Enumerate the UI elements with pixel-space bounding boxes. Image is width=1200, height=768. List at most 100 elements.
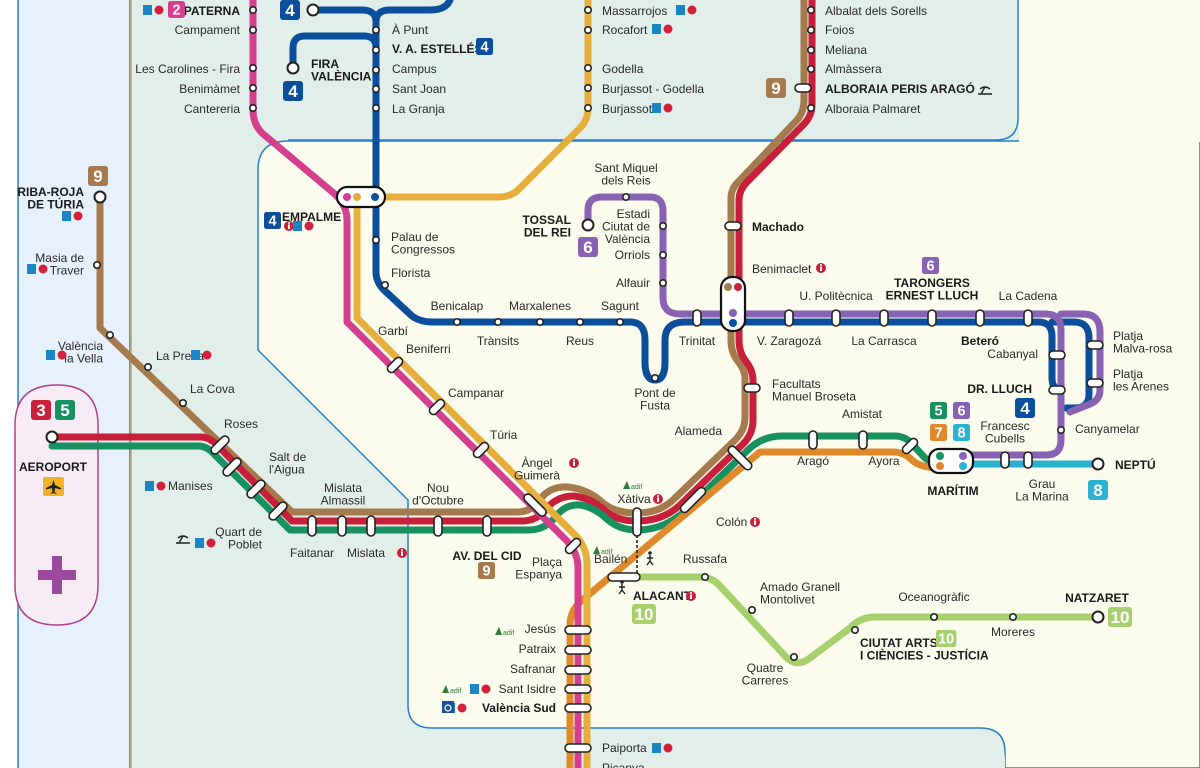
station-dot[interactable] <box>658 222 667 231</box>
station-dot[interactable] <box>700 572 709 581</box>
station-label-carolines[interactable]: Les Carolines - Fira <box>135 62 240 76</box>
station-dot[interactable] <box>658 278 667 287</box>
station-dot[interactable] <box>575 317 584 326</box>
station-label-santisidre[interactable]: Sant Isidre <box>499 682 557 696</box>
station-label-carrasca[interactable]: La Carrasca <box>851 334 917 348</box>
station-label-jesus[interactable]: Jesús <box>525 622 556 636</box>
terminal-station[interactable] <box>286 61 300 75</box>
interchange-station[interactable] <box>245 478 266 499</box>
interchange-station[interactable] <box>307 515 317 537</box>
station-dot[interactable] <box>249 64 258 73</box>
interchange-station[interactable] <box>1048 385 1066 395</box>
station-label-orriols[interactable]: Orriols <box>615 248 650 262</box>
line-badge-5[interactable]: 5 <box>930 402 947 420</box>
station-dot[interactable] <box>806 45 815 54</box>
station-dot[interactable] <box>249 104 258 113</box>
line-badge-6[interactable]: 6 <box>953 402 970 420</box>
station-label-cadena[interactable]: La Cadena <box>999 289 1058 303</box>
station-dot[interactable] <box>179 398 188 407</box>
interchange-station[interactable] <box>564 665 592 675</box>
station-label-garbi[interactable]: Garbí <box>378 324 409 338</box>
terminal-station[interactable] <box>306 3 320 17</box>
line-badge-4[interactable]: 4 <box>1015 398 1035 418</box>
station-label-lagranja[interactable]: La Granja <box>392 102 445 116</box>
interchange-station[interactable] <box>564 537 582 555</box>
station-dot[interactable] <box>789 652 798 661</box>
station-label-florista[interactable]: Florista <box>391 266 431 280</box>
station-label-alacant[interactable]: ALACANT <box>633 589 692 603</box>
terminal-station[interactable] <box>1091 457 1105 471</box>
station-label-marxalenes[interactable]: Marxalenes <box>509 299 571 313</box>
interchange-station[interactable] <box>679 486 707 514</box>
station-dot[interactable] <box>658 251 667 260</box>
station-label-neptu[interactable]: NEPTÚ <box>1115 457 1156 472</box>
station-dot[interactable] <box>850 625 859 634</box>
station-dot[interactable] <box>249 25 258 34</box>
station-dot[interactable] <box>806 104 815 113</box>
station-dot[interactable] <box>1008 612 1017 621</box>
interchange-station[interactable] <box>727 445 754 472</box>
interchange-station[interactable] <box>564 743 592 753</box>
station-label-beniferri[interactable]: Beniferri <box>406 342 451 356</box>
station-label-campanar[interactable]: Campanar <box>448 386 504 400</box>
station-label-apunt[interactable]: À Punt <box>392 22 429 37</box>
line-badge-8[interactable]: 8 <box>953 424 970 442</box>
interchange-station[interactable] <box>482 515 492 537</box>
station-label-trinitat[interactable]: Trinitat <box>679 334 716 348</box>
station-label-alboraia[interactable]: ALBORAIA PERIS ARAGÓ <box>825 81 975 96</box>
interchange-station[interactable] <box>1048 350 1066 360</box>
station-dot[interactable] <box>806 65 815 74</box>
line-badge-3[interactable]: 3 <box>31 400 51 420</box>
interchange-station[interactable] <box>975 309 985 327</box>
station-label-upolitecnica[interactable]: U. Politècnica <box>799 289 873 303</box>
station-label-sagunt[interactable]: Sagunt <box>601 299 640 313</box>
interchange-station[interactable] <box>743 383 761 393</box>
line-badge-10[interactable]: 10 <box>632 604 656 624</box>
line-badge-9[interactable]: 9 <box>766 78 786 98</box>
station-label-picanya[interactable]: Picanya <box>602 761 645 768</box>
station-dot[interactable] <box>144 362 153 371</box>
station-label-campus[interactable]: Campus <box>392 62 437 76</box>
station-label-benimaclet[interactable]: Benimaclet <box>752 262 812 276</box>
station-dot[interactable] <box>380 280 389 289</box>
interchange-station[interactable] <box>784 309 794 327</box>
station-label-machado[interactable]: Machado <box>752 220 804 234</box>
interchange-station[interactable] <box>927 309 937 327</box>
terminal-station[interactable] <box>45 430 59 444</box>
station-label-russafa[interactable]: Russafa <box>683 552 727 566</box>
interchange-station[interactable] <box>901 437 919 455</box>
interchange-station[interactable] <box>692 309 702 327</box>
station-dot[interactable] <box>371 104 380 113</box>
interchange-station[interactable] <box>808 430 818 450</box>
line-badge-2[interactable]: 2 <box>168 1 185 19</box>
station-label-foios[interactable]: Foios <box>825 23 854 37</box>
station-label-reus[interactable]: Reus <box>566 334 594 348</box>
station-dot[interactable] <box>806 25 815 34</box>
station-label-cabanyal[interactable]: Cabanyal <box>987 347 1038 361</box>
line-badge-4[interactable]: 4 <box>476 38 493 56</box>
station-dot[interactable] <box>747 605 756 614</box>
station-label-alfauir[interactable]: Alfauir <box>616 276 650 290</box>
station-label-paterna[interactable]: PATERNA <box>184 4 241 18</box>
station-label-roses[interactable]: Roses <box>224 417 258 431</box>
station-label-empalme[interactable]: EMPALME <box>282 210 341 224</box>
station-label-manises[interactable]: Manises <box>168 479 213 493</box>
maritim-interchange[interactable] <box>927 447 975 475</box>
interchange-station[interactable] <box>366 515 376 537</box>
interchange-station[interactable] <box>209 434 230 455</box>
interchange-station[interactable] <box>386 356 404 374</box>
station-dot[interactable] <box>615 317 624 326</box>
station-label-rocafort[interactable]: Rocafort <box>602 23 648 37</box>
interchange-station[interactable] <box>831 309 841 327</box>
station-label-moreres[interactable]: Moreres <box>991 625 1035 639</box>
interchange-station[interactable] <box>564 625 592 635</box>
